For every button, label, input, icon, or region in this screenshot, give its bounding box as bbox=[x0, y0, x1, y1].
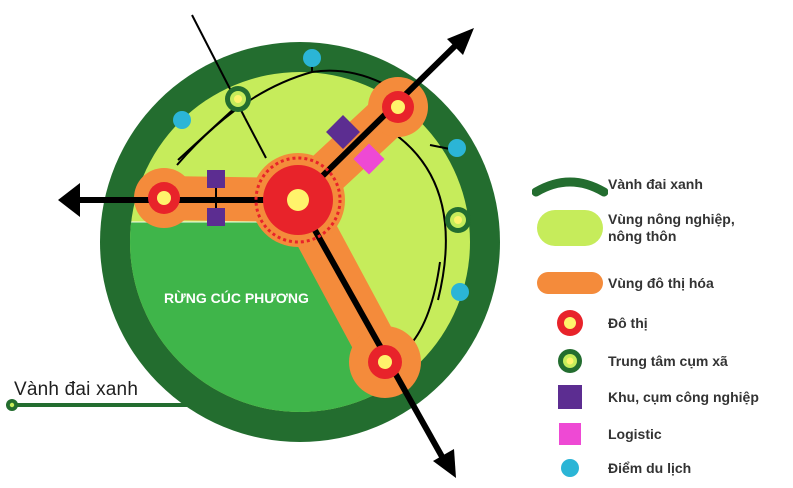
main-roads bbox=[72, 40, 461, 464]
forest-label: RỪNG CÚC PHƯƠNG bbox=[164, 290, 309, 306]
legend-item-commune-center: Trung tâm cụm xã bbox=[532, 348, 790, 374]
green-belt-legend-icon bbox=[532, 177, 608, 197]
legend-item-urban: Đô thị bbox=[532, 308, 790, 338]
urban-zone-legend-icon bbox=[537, 272, 603, 294]
road-arrow-west bbox=[58, 183, 80, 217]
legend-item-urban-zone: Vùng đô thị hóa bbox=[532, 270, 790, 296]
legend-item-logistic: Logistic bbox=[532, 422, 790, 446]
legend-label: Vùng đô thị hóa bbox=[608, 274, 714, 291]
legend-label: Đô thị bbox=[608, 314, 648, 331]
urban-node-northeast bbox=[382, 91, 414, 123]
tourism-legend-icon bbox=[561, 459, 579, 477]
agri-zone-legend-icon bbox=[537, 210, 603, 246]
industrial-park-2 bbox=[207, 208, 225, 226]
legend-item-agri-zone: Vùng nông nghiệp, nông thôn bbox=[532, 208, 790, 248]
legend: Vành đai xanh Vùng nông nghiệp, nông thô… bbox=[532, 168, 790, 488]
commune-center-north bbox=[225, 86, 251, 112]
legend-label: Điểm du lịch bbox=[608, 459, 692, 476]
logistic-center bbox=[353, 143, 385, 175]
legend-item-green-belt: Vành đai xanh bbox=[532, 170, 790, 198]
legend-label: Khu, cụm công nghiệp bbox=[608, 388, 759, 405]
tourism-point-3 bbox=[448, 139, 466, 157]
urban-legend-icon bbox=[557, 310, 583, 336]
legend-label: Logistic bbox=[608, 425, 662, 442]
urban-node-south bbox=[368, 345, 402, 379]
tourism-point-1 bbox=[173, 111, 191, 129]
legend-item-industrial: Khu, cụm công nghiệp bbox=[532, 384, 790, 410]
legend-label: Vùng nông nghiệp, bbox=[608, 211, 735, 227]
legend-label: Vành đai xanh bbox=[608, 175, 703, 192]
urban-node-west bbox=[148, 182, 180, 214]
road-arrow-south bbox=[433, 449, 456, 478]
commune-center-legend-icon bbox=[558, 349, 582, 373]
central-city bbox=[254, 156, 342, 244]
tourism-point-4 bbox=[451, 283, 469, 301]
tourism-point-2 bbox=[303, 49, 321, 67]
industrial-park-1 bbox=[207, 170, 225, 188]
local-roads bbox=[176, 14, 459, 346]
industrial-legend-icon bbox=[558, 385, 582, 409]
legend-item-tourism: Điểm du lịch bbox=[532, 458, 790, 478]
logistic-legend-icon bbox=[559, 423, 581, 445]
legend-label: Trung tâm cụm xã bbox=[608, 352, 728, 369]
green-belt-extension-label: Vành đai xanh bbox=[14, 379, 139, 400]
legend-label: nông thôn bbox=[608, 228, 677, 244]
commune-center-east bbox=[445, 207, 471, 233]
road-arrow-northeast bbox=[447, 28, 474, 55]
